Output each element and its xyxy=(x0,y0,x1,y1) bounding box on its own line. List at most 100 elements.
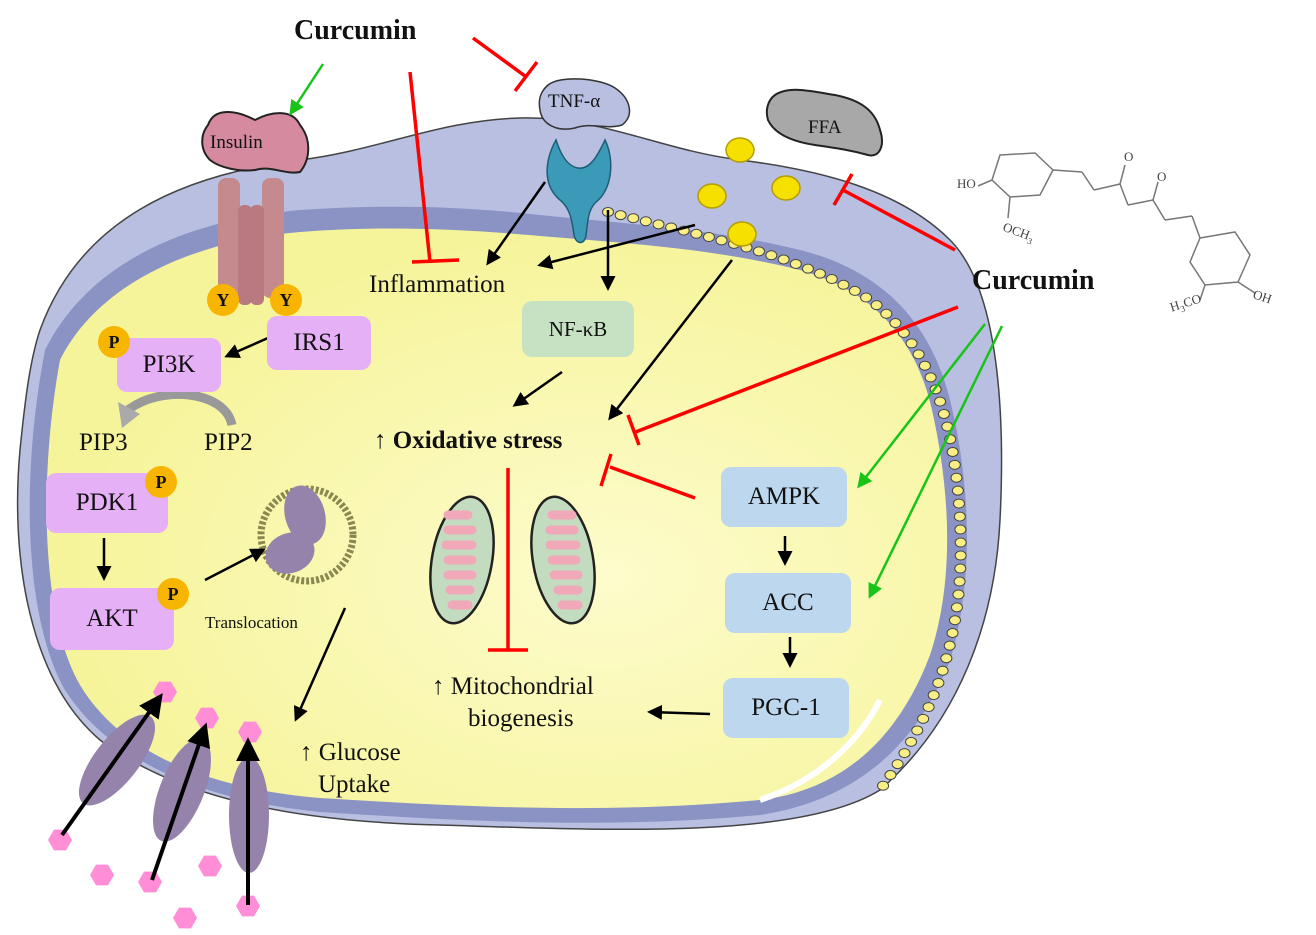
lipid-droplet xyxy=(877,780,890,791)
curcumin-structure xyxy=(977,152,1256,301)
lipid-droplet xyxy=(891,759,904,770)
lipid-droplet xyxy=(940,653,953,664)
oxidative-stress-text: Oxidative stress xyxy=(392,427,563,454)
ffa-label: FFA xyxy=(808,117,842,138)
lipid-droplet xyxy=(752,246,765,257)
insulin-label: Insulin xyxy=(210,132,263,153)
pip2-label: PIP2 xyxy=(204,429,253,456)
ffa-droplets xyxy=(697,137,801,247)
lipid-droplet xyxy=(950,602,963,613)
tnf-alpha-label: TNF-α xyxy=(548,91,601,112)
lipid-droplet xyxy=(837,279,850,290)
glucose-molecules xyxy=(48,681,262,929)
pgc1-node: PGC-1 xyxy=(723,678,849,738)
lipid-droplet xyxy=(813,268,826,279)
lipid-droplet xyxy=(918,360,931,371)
glucose-uptake-label-line1: ↑ Glucose xyxy=(300,739,401,766)
tyrosine-badge-2: Y xyxy=(270,284,302,316)
ffa-molecule xyxy=(765,88,883,157)
lipid-droplet xyxy=(922,702,935,713)
insulin-molecule xyxy=(201,111,310,174)
mitochondrial-biogenesis-label-line2: biogenesis xyxy=(468,705,574,732)
oxidative-stress-label: ↑ Oxidative stress xyxy=(374,428,562,453)
lipid-droplet xyxy=(943,640,956,651)
akt-node: AKT xyxy=(50,588,174,650)
lipid-droplet xyxy=(948,459,961,470)
lipid-droplet xyxy=(789,258,802,269)
lipid-droplet xyxy=(614,210,627,221)
lipid-droplet-layer xyxy=(602,207,967,791)
lipid-droplet xyxy=(954,524,967,535)
lipid-droplet xyxy=(946,628,959,639)
lipid-droplet xyxy=(898,748,911,759)
phospho-badge-pi3k: P xyxy=(98,326,130,358)
pip2-to-pip3-curved-arrow xyxy=(125,389,237,427)
lipid-droplet xyxy=(889,318,902,329)
lipid-droplet xyxy=(936,665,949,676)
glucose-molecule xyxy=(238,721,262,743)
lipid-droplet xyxy=(952,498,965,509)
pi3k-node: PI3K xyxy=(117,338,221,392)
membrane-highlight xyxy=(759,698,883,803)
lipid-droplet xyxy=(848,285,861,296)
curcumin-label-top: Curcumin xyxy=(294,15,417,46)
lipid-droplet xyxy=(765,250,778,261)
phospho-badge-pdk1: P xyxy=(145,466,177,498)
glucose-molecule xyxy=(198,855,222,877)
increase-arrow: ↑ xyxy=(374,427,387,454)
glucose-molecule xyxy=(138,871,162,893)
glucose-molecule xyxy=(90,864,114,886)
glucose-molecule xyxy=(48,829,72,851)
lipid-droplet xyxy=(954,563,967,574)
lipid-droplet xyxy=(912,349,925,360)
curcumin-inhibition-lines xyxy=(408,36,959,652)
lipid-droplet xyxy=(911,725,924,736)
tnf-receptor xyxy=(546,138,612,244)
irs1-node: IRS1 xyxy=(267,316,371,370)
lipid-droplet xyxy=(952,589,965,600)
lipid-droplet xyxy=(702,232,715,243)
lipid-droplet xyxy=(825,274,838,285)
glucose-molecule xyxy=(236,895,260,917)
lipid-droplet xyxy=(932,677,945,688)
lipid-droplet xyxy=(950,472,963,483)
lipid-droplet xyxy=(639,216,652,227)
insulin-receptor xyxy=(218,178,284,305)
lipid-droplet xyxy=(951,485,964,496)
curcumin-label-right: Curcumin xyxy=(972,265,1095,296)
molecule-ho: HO xyxy=(957,176,976,191)
lipid-droplet xyxy=(954,537,967,548)
inflammation-label: Inflammation xyxy=(369,271,506,298)
lipid-droplet xyxy=(905,736,918,747)
lipid-droplet xyxy=(917,713,930,724)
lipid-droplet xyxy=(937,409,950,420)
glucose-transport-arrows xyxy=(60,693,260,905)
molecule-o2: O xyxy=(1157,169,1167,184)
lipid-droplet xyxy=(801,263,814,274)
lipid-droplet xyxy=(880,308,893,319)
lipid-droplet xyxy=(652,219,665,230)
mitochondrial-biogenesis-label-line1: ↑ Mitochondrial xyxy=(432,673,594,700)
glut4-vesicle xyxy=(257,485,357,585)
lipid-droplet xyxy=(870,300,883,311)
lipid-droplet xyxy=(715,235,728,246)
tyrosine-badge-1: Y xyxy=(207,284,239,316)
lipid-droplet xyxy=(924,372,937,383)
mitochondrion-1 xyxy=(429,495,495,625)
lipid-droplet xyxy=(946,446,959,457)
ampk-node: AMPK xyxy=(721,467,847,527)
lipid-droplet xyxy=(627,213,640,224)
lipid-droplet xyxy=(954,550,967,561)
lipid-droplet xyxy=(860,292,873,303)
cytoplasm xyxy=(46,228,948,809)
mitochondrion-2 xyxy=(530,495,596,625)
lipid-droplet xyxy=(953,576,966,587)
lipid-droplet xyxy=(948,615,961,626)
molecule-o1: O xyxy=(1124,149,1134,164)
tnf-alpha-molecule xyxy=(538,78,631,130)
acc-node: ACC xyxy=(725,573,851,633)
curcumin-activation-arrows xyxy=(289,63,1004,599)
lipid-droplet xyxy=(953,511,966,522)
translocation-label: Translocation xyxy=(205,613,298,632)
